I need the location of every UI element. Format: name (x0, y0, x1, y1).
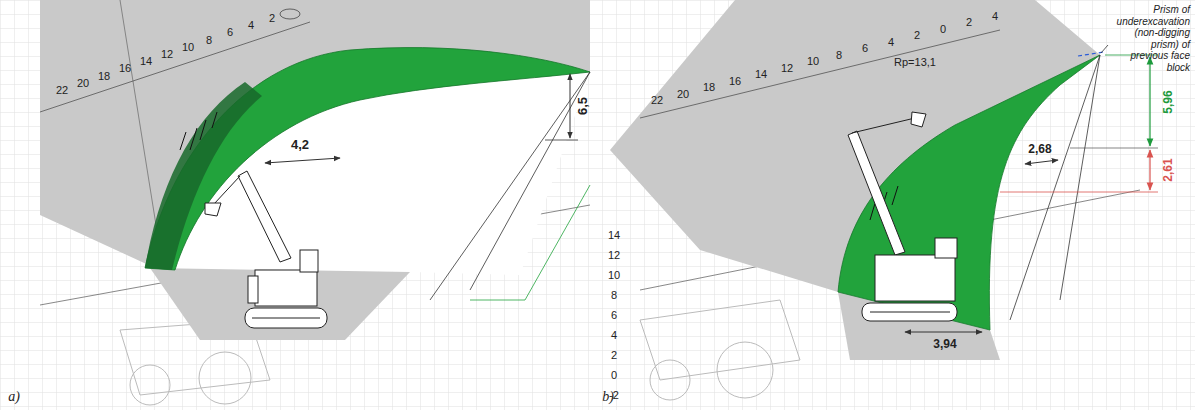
axis-number: 14 (755, 68, 767, 81)
truck-wheel (717, 342, 773, 398)
axis-number: 4 (992, 9, 998, 22)
axis-number: 12 (608, 249, 620, 262)
excavator (205, 171, 327, 328)
excavator-bucket (911, 112, 926, 127)
axis-number: 16 (729, 74, 741, 87)
radius-label: Rp=13,1 (894, 56, 936, 69)
lower-bench-floor (150, 268, 410, 340)
axis-line (640, 30, 1000, 118)
hatch-stroke (190, 128, 197, 150)
panel-letter: a) (8, 389, 20, 405)
dimension-value: 6,5 (576, 97, 591, 115)
excavator-body (255, 270, 317, 306)
leader-line (1101, 45, 1108, 53)
axis-number: 14 (140, 55, 152, 68)
axis-number: 0 (611, 369, 617, 382)
dimension-arrow (1025, 160, 1058, 164)
excavator-boom (848, 131, 905, 255)
excavator-stick (214, 176, 240, 204)
hatch-strokes (180, 112, 217, 150)
dimension-value: 5,96 (1162, 90, 1176, 113)
axis-number: 4 (248, 19, 254, 32)
axis-number: 10 (807, 55, 819, 68)
extension-line (1000, 192, 1158, 193)
excavator-stick (852, 118, 915, 133)
hatch-stroke (200, 120, 206, 140)
slope-line (430, 72, 590, 300)
excavator-bucket (205, 203, 221, 216)
rotation-axis-mark (280, 9, 300, 19)
note-text: Prism of underexcavation (non-digging pr… (1117, 4, 1190, 73)
axis-number: 6 (862, 42, 868, 55)
hatch-stroke (212, 112, 217, 128)
axis-number: 8 (836, 48, 842, 61)
axis-number: 0 (940, 22, 946, 35)
excavator-boom (238, 171, 291, 262)
face-block-green (838, 55, 1100, 330)
axis-number: 2 (269, 12, 275, 25)
dimension-arrow (570, 74, 571, 138)
axis-number: 8 (206, 33, 212, 46)
axis-number: 20 (77, 76, 89, 89)
slope-line (1060, 55, 1100, 300)
slope-line (470, 72, 590, 290)
axis-number: 18 (98, 69, 110, 82)
excavator (848, 112, 957, 321)
excavator-cab (300, 250, 318, 272)
excavator-counterweight (248, 276, 258, 303)
dimension-value: 3,94 (933, 338, 956, 352)
axis-number: 2 (966, 16, 972, 29)
axis-number: 10 (182, 40, 194, 53)
slope-lines (430, 72, 590, 300)
panel-letter: b) (602, 389, 614, 405)
track-line (870, 312, 950, 313)
axis-number: 14 (608, 229, 620, 242)
axis-number: 22 (651, 94, 663, 107)
slope-line (1010, 55, 1100, 320)
excavator-track (245, 308, 327, 328)
axis-number: 2 (611, 349, 617, 362)
face-block-green (145, 48, 590, 270)
excavator-cab (935, 238, 957, 258)
extension-line (545, 140, 578, 141)
axis-number: 16 (119, 62, 131, 75)
axis-number: 6 (611, 309, 617, 322)
dimension-arrow (1149, 150, 1150, 190)
track-line (252, 318, 320, 319)
dimension-value: 4,2 (291, 138, 309, 153)
axis-number: 20 (677, 87, 689, 100)
perspective-line (120, 0, 160, 250)
truck-wheel (130, 365, 170, 405)
dump-truck (640, 300, 800, 400)
axis-number: 6 (227, 26, 233, 39)
axis-number: 2 (914, 29, 920, 42)
truck-body (640, 300, 800, 380)
dimension-arrow (1149, 57, 1150, 146)
axis-number: 22 (56, 84, 68, 97)
truck-wheel (199, 352, 251, 404)
axis-number: 18 (703, 81, 715, 94)
truck-wheel (650, 360, 690, 400)
axis-number: 4 (888, 35, 894, 48)
dimension-arrow (905, 332, 982, 333)
slope-lines (1010, 55, 1100, 320)
axis-number: 8 (611, 289, 617, 302)
slope-outline (470, 185, 590, 300)
axis-number: 4 (611, 329, 617, 342)
hatch-stroke (180, 132, 186, 150)
dimension-value: 2,61 (1162, 158, 1176, 181)
axis-number: 10 (608, 269, 620, 282)
extension-line (1070, 148, 1158, 149)
excavator-track (862, 303, 957, 321)
axis-number: 12 (161, 48, 173, 61)
dimension-value: 2,68 (1028, 143, 1051, 157)
dimension-arrow (265, 158, 340, 163)
excavator-body (875, 255, 955, 301)
hatch-stroke (892, 186, 898, 205)
axis-number: 12 (781, 61, 793, 74)
